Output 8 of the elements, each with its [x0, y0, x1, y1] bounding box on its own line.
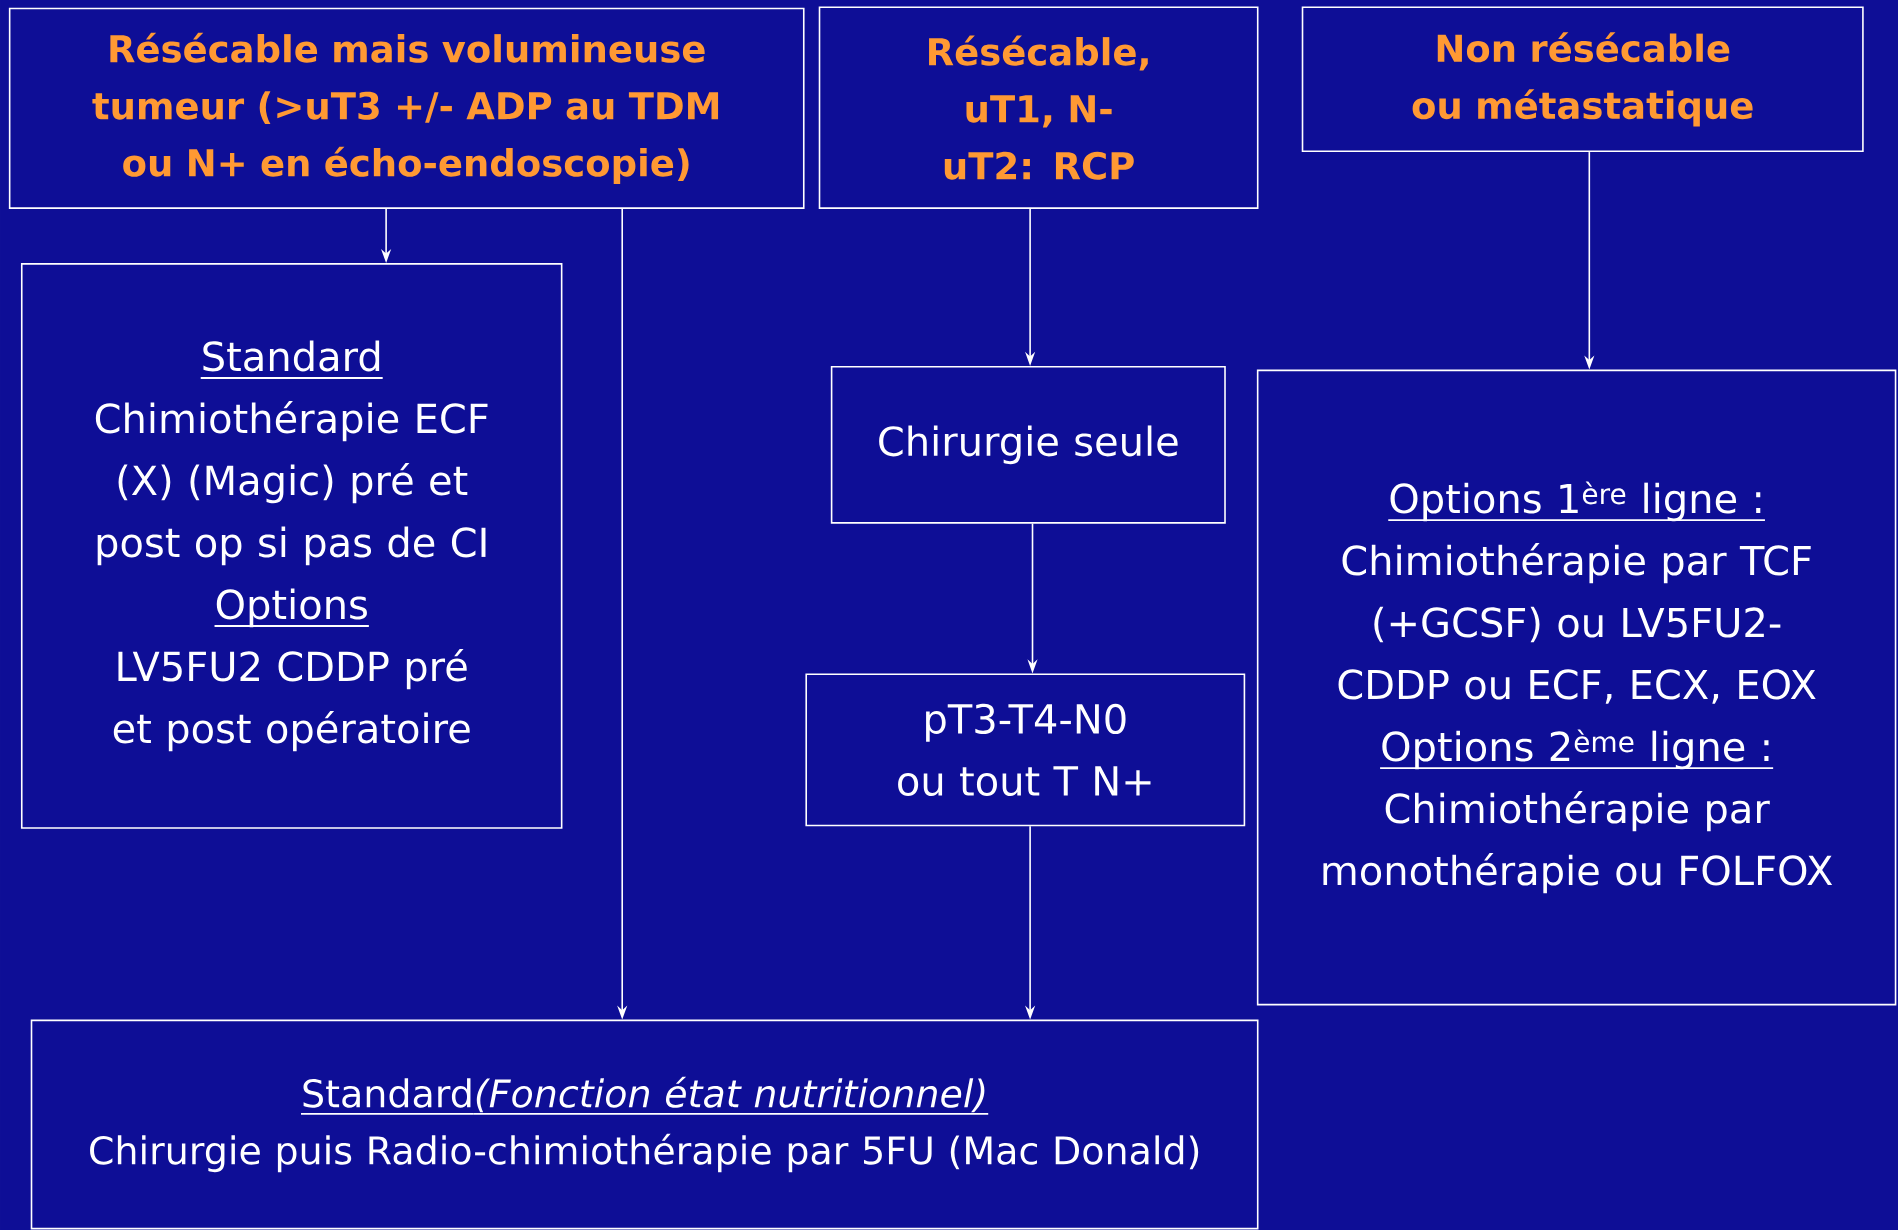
- treatment-box: Standard Chimiothérapie ECF (X) (Magic) pré et post op si pas de CI Options LV5FU2 CDDP pré et post opératoire: [20, 263, 563, 829]
- treatment-box: Chirurgie seule: [830, 365, 1226, 524]
- category-box: Non résécable ou métastatique: [1301, 6, 1864, 153]
- category-box: Résécable, uT1, N- uT2: RCP: [818, 6, 1259, 209]
- treatment-box: pT3-T4-N0 ou tout T N+: [805, 673, 1246, 827]
- treatment-box: Standard (Fonction état nutritionnel) Chirurgie puis Radio-chimiothérapie par 5FU (Mac Donald): [30, 1019, 1259, 1230]
- treatment-box: Options 1$^{ère}$ ligne : Chimiothérapie par TCF (+GCSF) ou LV5FU2-CDDP ou ECF, ECX, EOX Options 2$^{ème}$ ligne : Chimiothérapie par monothérapie ou FOLFOX: [1256, 369, 1897, 1006]
- category-box: Résécable mais volumineuse tumeur (>uT3 +/- ADP au TDM ou N+ en écho-endoscopie): [8, 7, 805, 209]
